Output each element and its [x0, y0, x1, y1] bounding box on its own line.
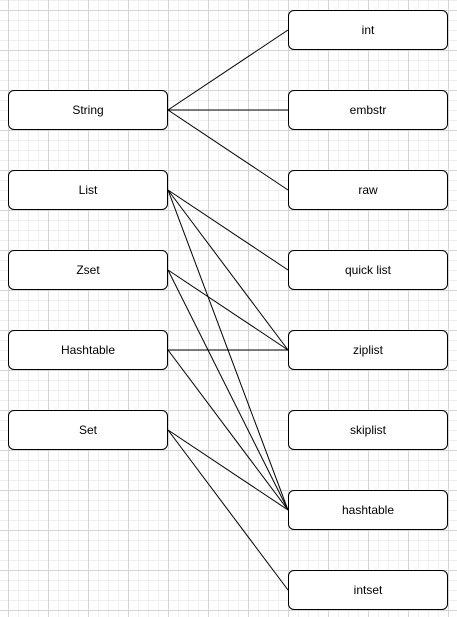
node-label: intset	[353, 583, 383, 597]
node-label: Set	[78, 423, 97, 437]
source-node-hashtable[interactable]: Hashtable	[8, 330, 168, 370]
node-label: Zset	[76, 263, 100, 277]
connector-zset-to-ziplist	[167, 269, 289, 351]
node-label: List	[78, 183, 98, 197]
target-node-embstr[interactable]: embstr	[288, 90, 448, 130]
connector-string-to-raw	[167, 109, 289, 191]
connector-hashtable_type-to-hashtable_enc	[167, 349, 289, 511]
node-label: skiplist	[349, 423, 386, 437]
target-node-skiplist[interactable]: skiplist	[288, 410, 448, 450]
target-node-hashtable[interactable]: hashtable	[288, 490, 448, 530]
node-label: raw	[358, 183, 378, 197]
target-node-intset[interactable]: intset	[288, 570, 448, 610]
connector-set-to-hashtable_enc	[167, 429, 289, 511]
source-node-string[interactable]: String	[8, 90, 168, 130]
source-node-zset[interactable]: Zset	[8, 250, 168, 290]
connector-zset-to-hashtable_enc	[167, 269, 289, 511]
target-node-raw[interactable]: raw	[288, 170, 448, 210]
source-node-set[interactable]: Set	[8, 410, 168, 450]
node-label: Hashtable	[60, 343, 116, 357]
connector-list-to-ziplist	[167, 189, 289, 351]
connector-set-to-intset	[167, 429, 289, 591]
node-label: String	[72, 103, 104, 117]
connector-string-to-int	[167, 29, 289, 111]
target-node-ziplist[interactable]: ziplist	[288, 330, 448, 370]
node-label: int	[361, 23, 375, 37]
target-node-quicklist[interactable]: quick list	[288, 250, 448, 290]
node-label: quick list	[344, 263, 391, 277]
node-label: embstr	[349, 103, 387, 117]
source-node-list[interactable]: List	[8, 170, 168, 210]
connector-list-to-quicklist	[167, 189, 289, 271]
node-label: ziplist	[352, 343, 383, 357]
node-label: hashtable	[341, 503, 395, 517]
target-node-int[interactable]: int	[288, 10, 448, 50]
